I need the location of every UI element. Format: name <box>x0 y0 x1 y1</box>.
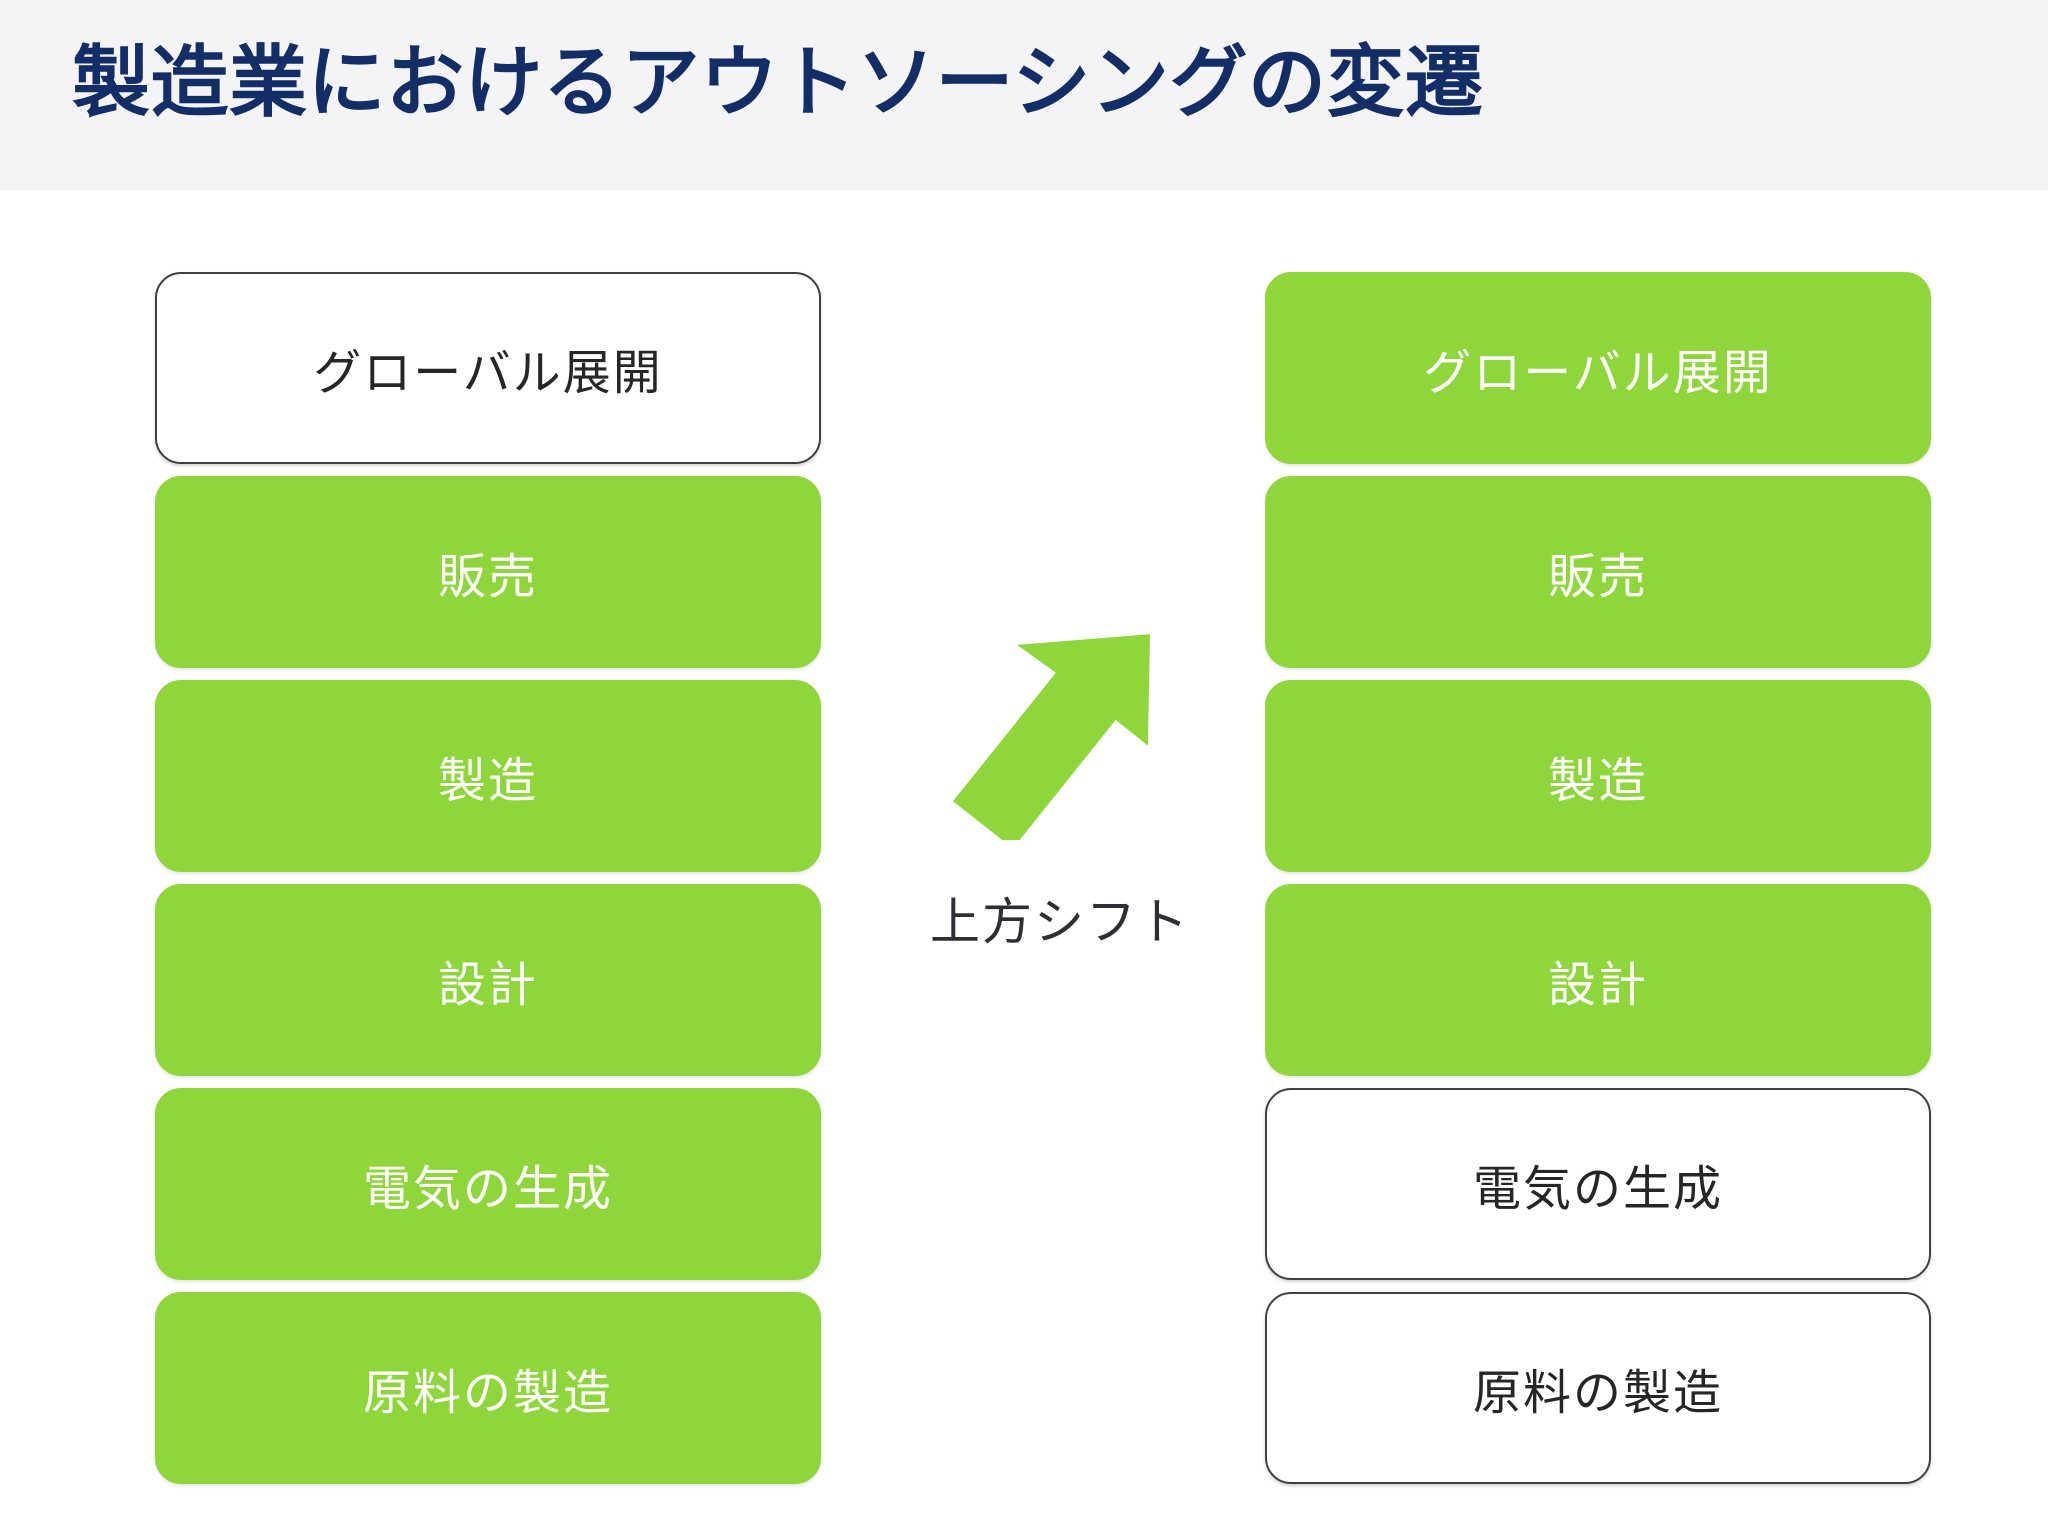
stage-box-label: グローバル展開 <box>313 347 663 400</box>
stage-box[interactable]: 製造 <box>1265 680 1931 872</box>
stage-box[interactable]: 製造 <box>155 680 821 872</box>
stage-box[interactable]: 電気の生成 <box>155 1088 821 1280</box>
stage-box[interactable]: 原料の製造 <box>155 1292 821 1484</box>
stage-box-label: 原料の製造 <box>362 1367 613 1420</box>
stage-box-label: グローバル展開 <box>1423 347 1773 400</box>
stage-box-label: 製造 <box>1547 755 1648 808</box>
stage-box[interactable]: 設計 <box>155 884 821 1076</box>
stage-box[interactable]: 電気の生成 <box>1265 1088 1931 1280</box>
stage-box[interactable]: グローバル展開 <box>155 272 821 464</box>
header-bar: 製造業におけるアウトソーシングの変遷 <box>0 0 2048 190</box>
before-stack-column: グローバル展開販売製造設計電気の生成原料の製造 <box>155 272 821 1484</box>
stage-box-label: 原料の製造 <box>1472 1367 1723 1420</box>
shift-caption: 上方シフト <box>930 894 1190 950</box>
stage-box[interactable]: グローバル展開 <box>1265 272 1931 464</box>
stage-box[interactable]: 販売 <box>1265 476 1931 668</box>
page-title: 製造業におけるアウトソーシングの変遷 <box>72 38 1484 126</box>
stage-box-label: 電気の生成 <box>1472 1163 1723 1216</box>
stage-box-label: 販売 <box>437 551 538 604</box>
stage-box[interactable]: 原料の製造 <box>1265 1292 1931 1484</box>
stage-box[interactable]: 設計 <box>1265 884 1931 1076</box>
stage-box-label: 設計 <box>437 959 538 1012</box>
stage-box-label: 製造 <box>437 755 538 808</box>
shift-indicator-group: 上方シフト <box>860 190 1260 1536</box>
stage-box-label: 設計 <box>1547 959 1648 1012</box>
after-stack-column: グローバル展開販売製造設計電気の生成原料の製造 <box>1265 272 1931 1484</box>
arrow-up-right-icon <box>940 630 1150 849</box>
stage-box-label: 販売 <box>1547 551 1648 604</box>
stage-box-label: 電気の生成 <box>362 1163 613 1216</box>
stage-box[interactable]: 販売 <box>155 476 821 668</box>
slide-canvas: グローバル展開販売製造設計電気の生成原料の製造 グローバル展開販売製造設計電気の… <box>0 190 2048 1536</box>
